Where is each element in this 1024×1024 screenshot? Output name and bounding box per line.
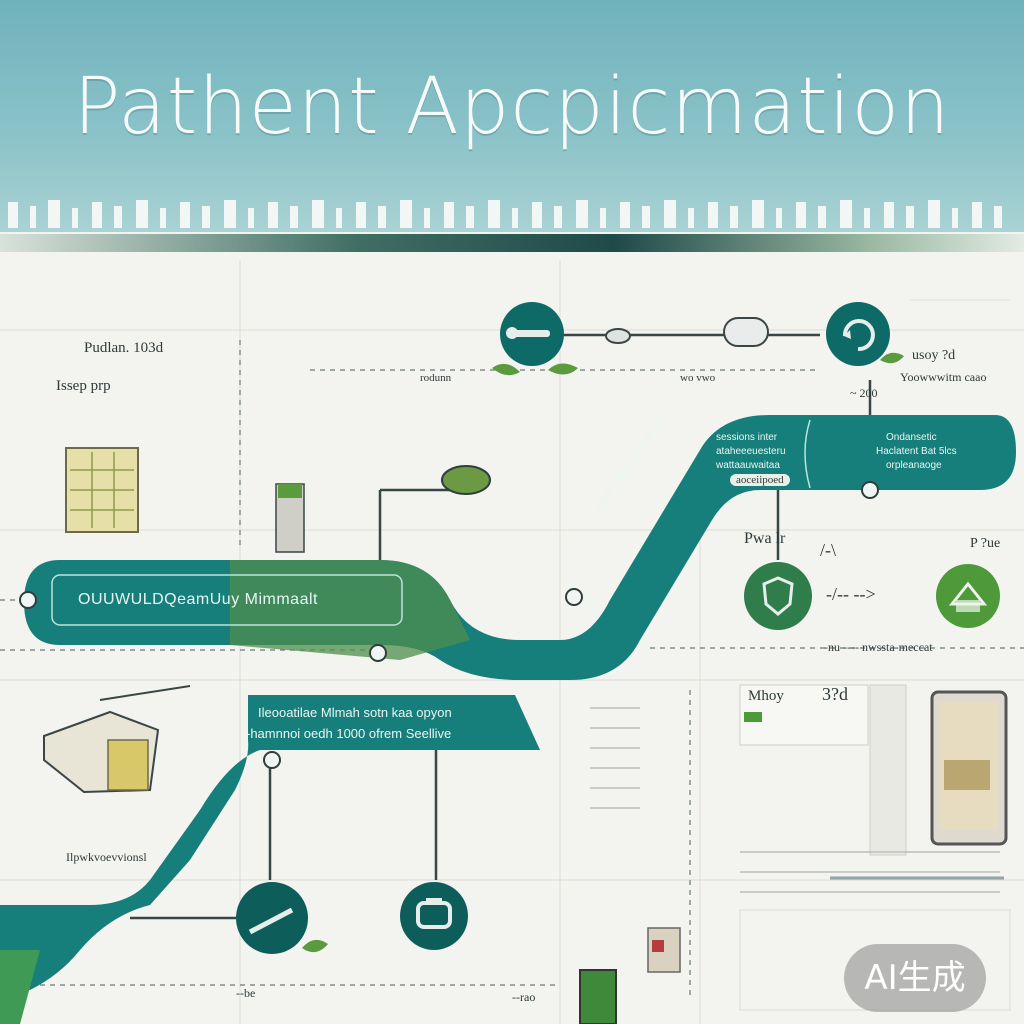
band-nodes <box>19 481 879 769</box>
label-top-right-1: usoy ?d <box>912 348 956 363</box>
band-right-text-c: orpleanaoge <box>886 460 942 471</box>
band-lower-text-1: Ileooatilae Mlmah sotn kaa opyon <box>258 705 452 720</box>
shield-icon <box>744 562 812 630</box>
bandage-icon <box>65 447 139 533</box>
label-right-mid-2: 3?d <box>822 684 848 704</box>
label-top-left-2: Issep prp <box>56 378 111 394</box>
header-divider <box>0 234 1024 252</box>
band-upper-text-c: wattaauwaitaa <box>716 460 780 471</box>
band-upper-tag: aoceiipoed <box>730 474 790 486</box>
label-top-mid-2: wo vwo <box>680 372 716 384</box>
band-lower-text-2: -hamnnoi oedh 1000 ofrem Seellive <box>246 726 452 741</box>
label-right-p1: Pwa lr <box>744 530 786 547</box>
band-right-text-a: Ondansetic <box>886 432 937 443</box>
label-bottom-2: --rao <box>512 990 536 1004</box>
leaf-icon <box>302 352 904 953</box>
label-lower-left: Ilpwkvoevvionsl <box>66 850 147 864</box>
label-right-mid-1: Mhoy <box>748 688 784 704</box>
band-upper-text-b: ataheeeuesteru <box>716 446 786 457</box>
clipboard-icon <box>936 564 1000 628</box>
label-top-right-2: Yoowwwitm caao <box>900 370 987 384</box>
page-title: Pathent Apcpicmation <box>73 62 951 152</box>
label-right-dash: -nu ---- nwssta-meccat <box>824 640 933 654</box>
medical-kit-icon <box>400 882 468 950</box>
label-right-arrow-1: /-\ <box>820 540 836 560</box>
cart-icon <box>43 685 191 794</box>
bottle-icon <box>275 483 305 553</box>
band-main-label: OUUWULDQeamUuy Mimmaalt <box>78 591 318 608</box>
phone-icon <box>930 690 1008 846</box>
refresh-icon <box>826 302 890 366</box>
sheet-icon <box>739 684 907 856</box>
label-top-right-3: ~ 200 <box>850 386 878 400</box>
band-upper-text-a: sessions inter <box>716 432 778 443</box>
label-bottom-1: --be <box>236 986 256 1000</box>
band-right-text-b: Haclatent Bat 5lcs <box>876 446 957 457</box>
label-top-left-1: Pudlan. 103d <box>84 340 164 356</box>
header-tick-pattern <box>8 200 1002 228</box>
syringe-icon <box>236 882 308 954</box>
pill-icon <box>605 328 631 344</box>
label-right-p2: P ?ue <box>970 536 1001 551</box>
ai-generated-badge: AI生成 <box>844 944 986 1012</box>
capsule-icon-green <box>441 465 491 495</box>
wrench-icon <box>500 302 564 366</box>
badge-icon-bottom <box>579 927 681 1024</box>
process-diagram <box>0 260 1024 1024</box>
label-right-arrow-2: -/-- --> <box>826 584 876 604</box>
header-banner: Pathent Apcpicmation <box>0 0 1024 232</box>
capsule-icon <box>723 317 769 347</box>
label-top-mid: rodunn <box>420 372 452 384</box>
